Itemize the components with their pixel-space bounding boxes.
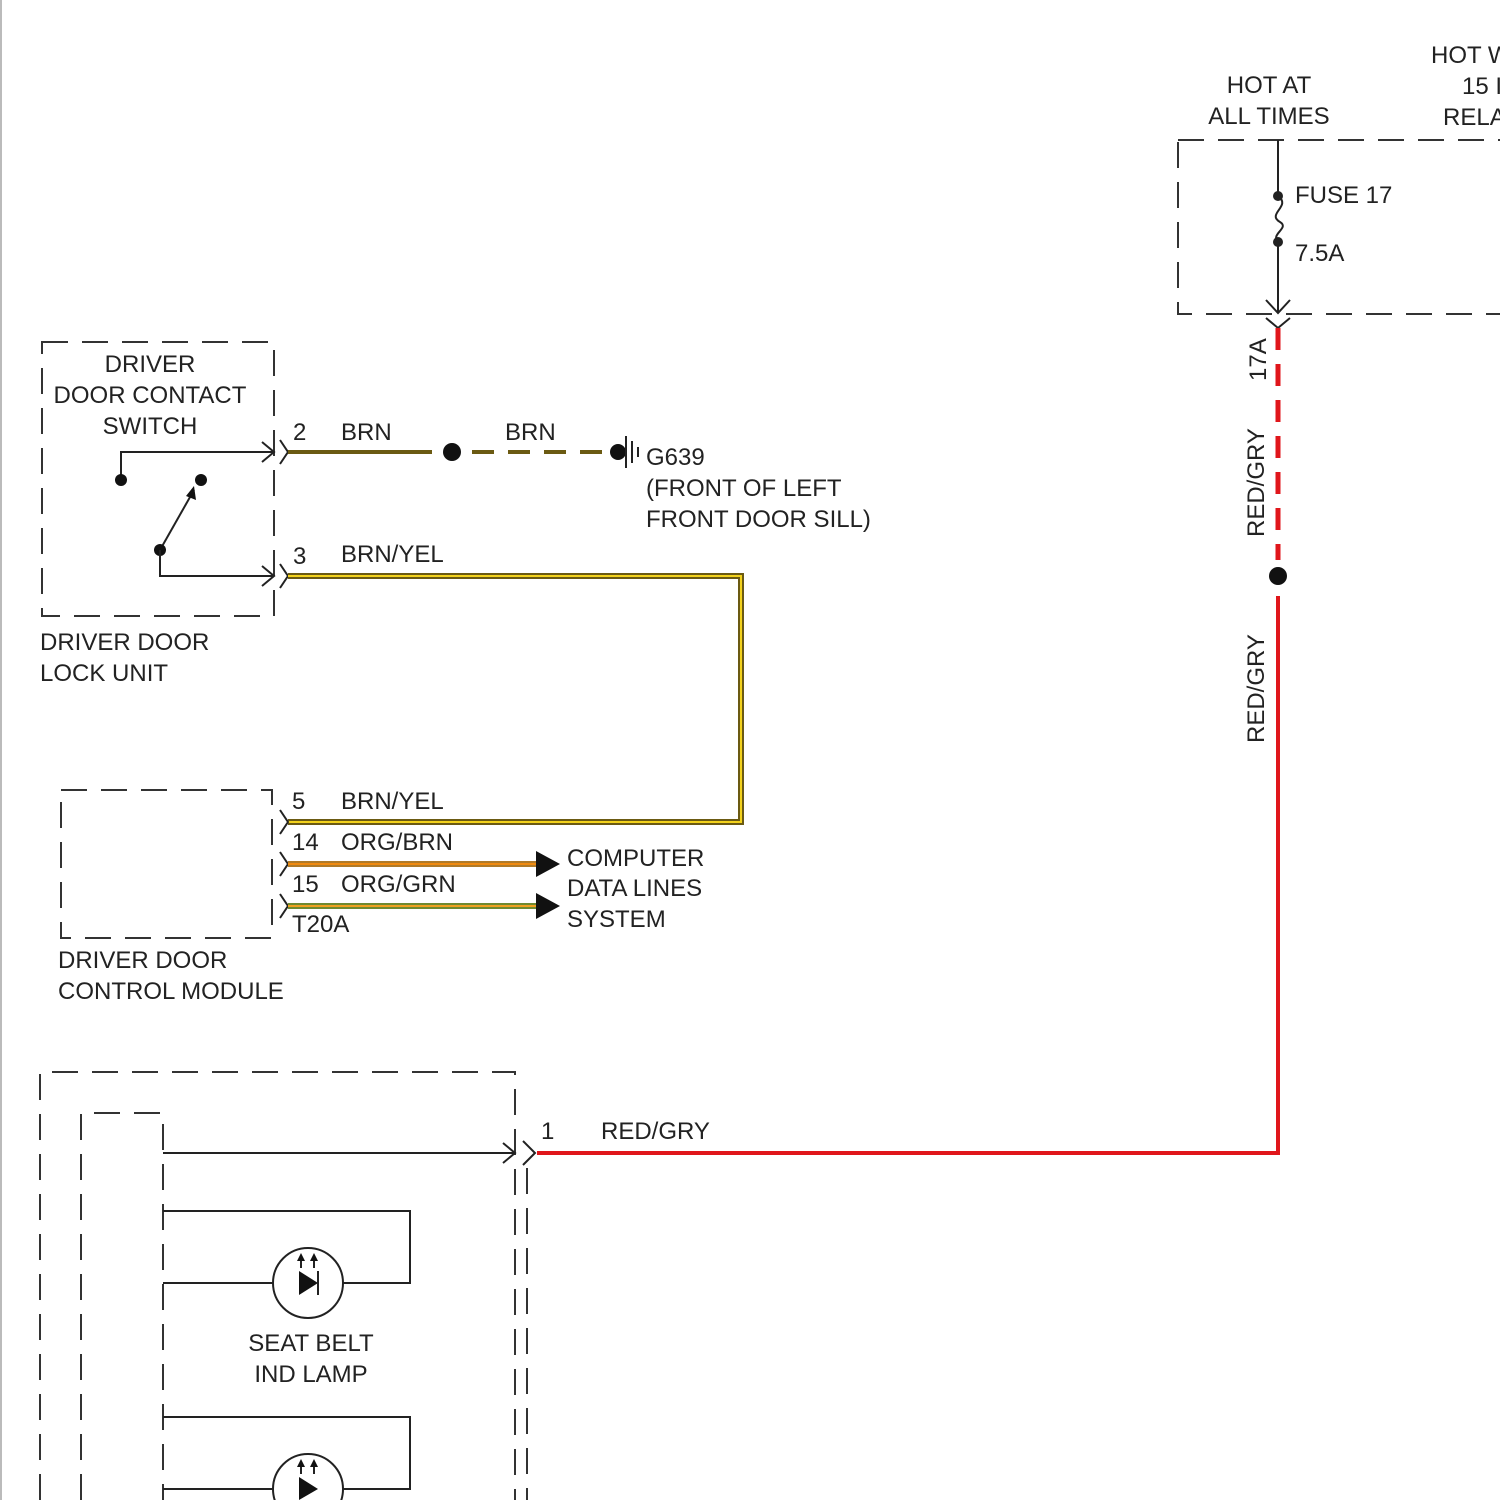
switch-title-line-3: SWITCH <box>103 413 198 440</box>
pin-14-wire-label: ORG/BRN <box>341 829 453 856</box>
lock-unit-label-line-2: LOCK UNIT <box>40 660 168 687</box>
fuse-17-symbol <box>1266 140 1290 313</box>
fuse-name: FUSE 17 <box>1295 182 1392 209</box>
pin-1-connector <box>523 1141 535 1165</box>
brn-yel-wire-core <box>288 576 741 822</box>
data-lines-label-line-2: DATA LINES <box>567 875 702 902</box>
pin-5-wire-label: BRN/YEL <box>341 788 444 815</box>
pin-2-number: 2 <box>293 419 306 446</box>
red-gry-label-upper: RED/GRY <box>1243 428 1270 537</box>
cluster-pin-1-number: 1 <box>541 1118 554 1145</box>
switch-title-line-2: DOOR CONTACT <box>54 382 247 409</box>
brn-yel-wire-edge <box>288 576 741 822</box>
pin-3-wire-label: BRN/YEL <box>341 541 444 568</box>
brn-yel-circuit <box>288 576 741 822</box>
hot-with-relay-line-3: RELA <box>1443 104 1500 131</box>
pin-15-number: 15 <box>292 871 319 898</box>
connector-t20a: T20A <box>292 911 349 938</box>
red-gry-label-lower: RED/GRY <box>1243 634 1270 743</box>
data-lines-label-line-3: SYSTEM <box>567 906 666 933</box>
pin-14-connector <box>280 852 288 876</box>
instrument-cluster-outline <box>40 1072 515 1500</box>
pin-14-number: 14 <box>292 829 319 856</box>
instrument-cluster: 1 RED/GRY SEAT BELT IND LAMP <box>40 1072 710 1500</box>
door-lock-unit: DRIVER DOOR CONTACT SWITCH DRIVER DOOR L… <box>40 342 444 687</box>
pin-3-connector <box>280 564 288 588</box>
hot-with-relay-line-1: HOT W <box>1431 42 1500 69</box>
pin-3-number: 3 <box>293 543 306 570</box>
brn-dashed-wire-label: BRN <box>505 419 556 446</box>
inner-cluster-outline <box>81 1113 163 1500</box>
seat-belt-lamp-label-line-1: SEAT BELT <box>248 1330 374 1357</box>
terminal-17a-connector <box>1266 318 1290 328</box>
org-brn-arrow <box>536 851 560 877</box>
hot-with-relay-line-2: 15 I <box>1462 73 1500 100</box>
pin-2-connector <box>280 440 288 464</box>
fuse-box-outline <box>1178 140 1500 314</box>
cluster-pin-1-wire-label: RED/GRY <box>601 1118 710 1145</box>
splice-dot <box>1269 567 1287 585</box>
seat-belt-lamp-label-line-2: IND LAMP <box>254 1361 367 1388</box>
pin-5-connector <box>280 810 288 834</box>
ground-name: G639 <box>646 444 705 471</box>
seat-belt-lamp-circuit <box>163 1211 410 1318</box>
control-module-label-line-2: CONTROL MODULE <box>58 978 284 1005</box>
fuse-rating: 7.5A <box>1295 240 1344 267</box>
pin-5-number: 5 <box>292 788 305 815</box>
pin-15-connector <box>280 894 288 918</box>
brn-splice-dot <box>443 443 461 461</box>
second-lamp-circuit <box>163 1417 410 1500</box>
control-module-label-line-1: DRIVER DOOR <box>58 947 227 974</box>
pin-15-wire-label: ORG/GRN <box>341 871 456 898</box>
door-contact-switch-symbol <box>115 442 274 586</box>
data-lines-label-line-1: COMPUTER <box>567 845 704 872</box>
hot-at-all-times-line-2: ALL TIMES <box>1208 103 1329 130</box>
ground-location-line-2: FRONT DOOR SILL) <box>646 506 871 533</box>
terminal-17a-label: 17A <box>1245 338 1272 381</box>
hot-at-all-times-line-1: HOT AT <box>1227 72 1312 99</box>
switch-title-line-1: DRIVER <box>105 351 196 378</box>
ground-symbol <box>610 436 638 468</box>
ground-location-line-1: (FRONT OF LEFT <box>646 475 842 502</box>
control-module-outline <box>61 790 272 938</box>
lock-unit-label-line-1: DRIVER DOOR <box>40 629 209 656</box>
fuse-box: HOT AT ALL TIMES HOT W 15 I RELA FUSE 17… <box>1178 42 1500 328</box>
pin-2-wire-label: BRN <box>341 419 392 446</box>
org-grn-arrow <box>536 893 560 919</box>
